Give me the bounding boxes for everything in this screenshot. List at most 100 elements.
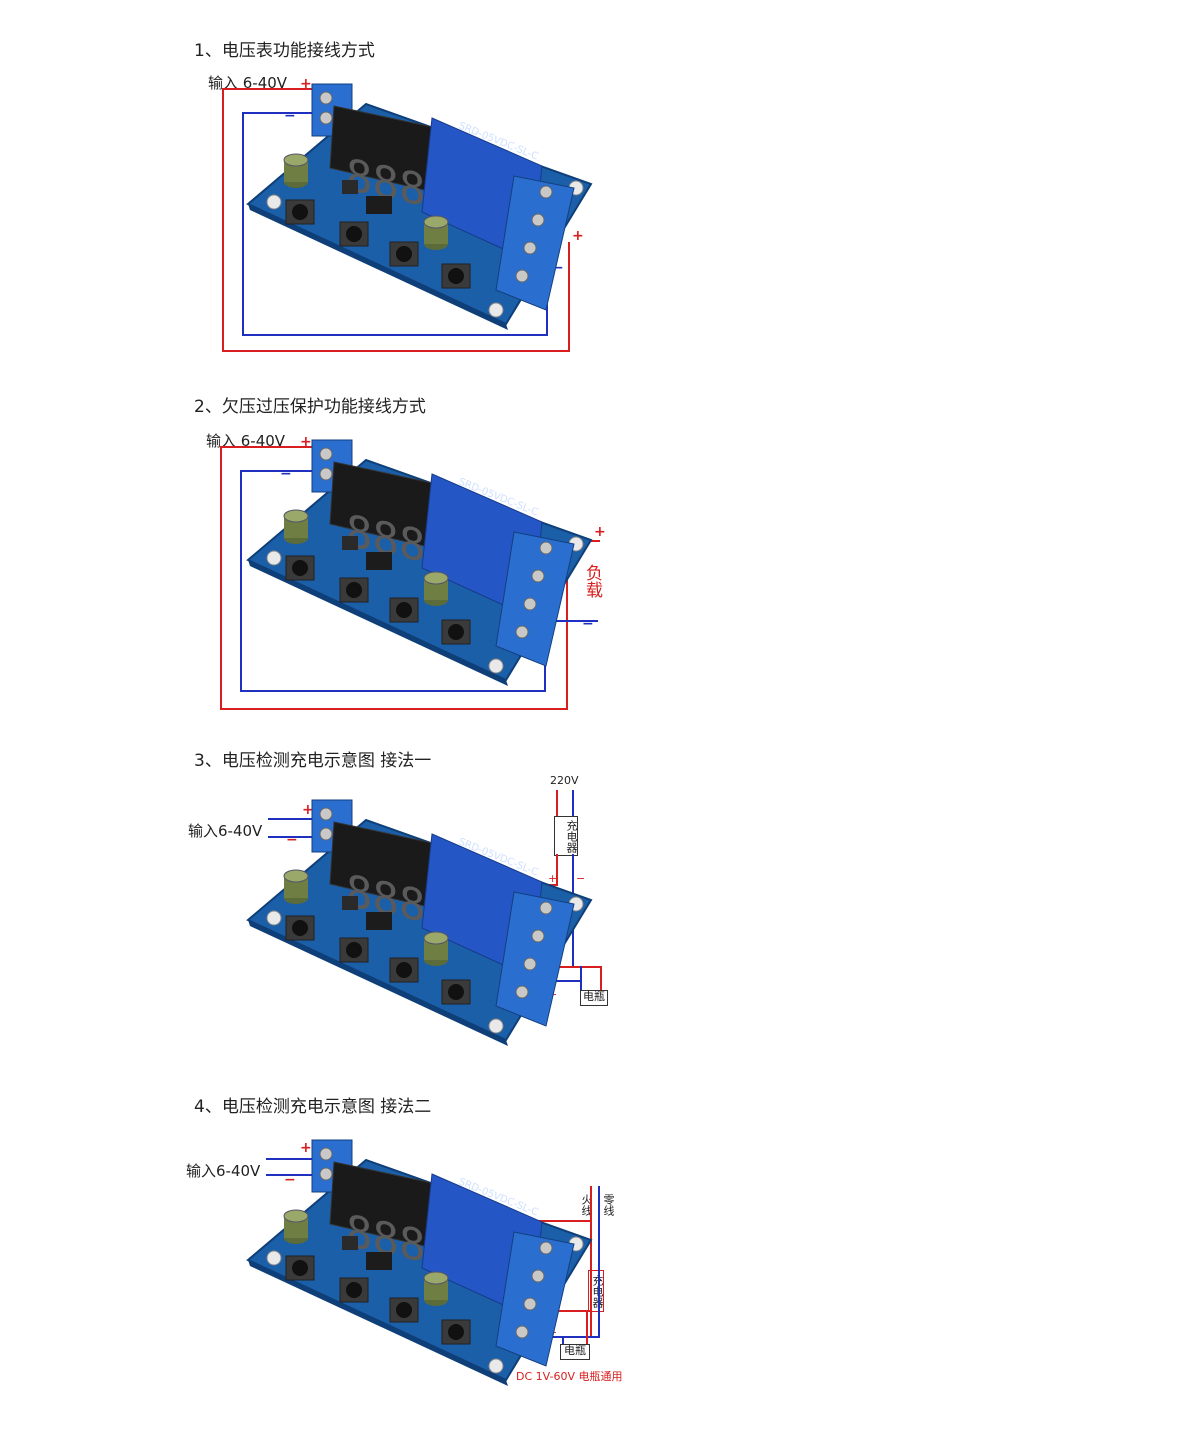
push-button-cap [292,920,308,936]
section-3-mains-red [556,790,558,816]
terminal-screw [319,827,333,841]
terminal-screw [539,1241,553,1255]
section-2-blue-wire-bottom [240,690,546,692]
pcb-edge [248,560,508,686]
push-button-cap [346,1282,362,1298]
section-4-neutral-label: 零线 [602,1194,615,1216]
section-2-red-wire-bottom [220,708,568,710]
capacitor-top [423,571,449,585]
ic-chip [366,1252,392,1270]
section-3-battery-blue [540,980,582,982]
push-button-cap [346,942,362,958]
terminal-screw [539,185,553,199]
section-1-red-wire-bottom [222,350,570,352]
pcb-edge [248,204,508,330]
capacitor-top [423,931,449,945]
section-3-input-line-1 [268,818,320,820]
terminal-screw [515,1325,529,1339]
mounting-hole [266,910,282,926]
terminal-screw [319,111,333,125]
capacitor-top [423,1271,449,1285]
section-4-live-label: 火线 [580,1194,593,1216]
terminal-screw [531,213,545,227]
push-button-cap [448,984,464,1000]
push-button-cap [448,268,464,284]
section-3-mains-blue [572,790,574,816]
section-3-mains-label: 220V [550,774,579,787]
output-terminal [495,531,575,667]
section-4-battery-box: 电瓶 [560,1344,590,1360]
section-2-red-wire [220,446,318,448]
push-button-cap [396,602,412,618]
output-terminal [495,1231,575,1367]
section-4-input-label: 输入6-40V [186,1162,261,1180]
output-terminal [495,891,575,1027]
pcb-edge [248,920,508,1046]
ic-chip [366,552,392,570]
section-3-charger-red [556,854,558,884]
mounting-hole [488,1358,504,1374]
section-2-out-minus: − [582,616,594,632]
section-1-blue-wire [242,112,322,114]
section-4-input-plus: + [300,1140,312,1156]
section-2-input-label: 输入 6-40V [206,432,286,450]
section-3-charger-box: 充电器 [554,816,578,856]
terminal-screw [319,447,333,461]
push-button-cap [292,1260,308,1276]
capacitor-top [283,509,309,523]
section-1-blue-wire-bottom [242,334,548,336]
terminal-screw [319,91,333,105]
capacitor-top [423,215,449,229]
section-2-blue-wire-left [240,470,242,692]
section-1-out-minus: − [552,260,564,276]
section-1-red-wire-right [568,242,570,352]
section-4-battery-red-v [586,1310,588,1344]
section-4-battery-blue-v [562,1336,564,1344]
terminal-screw [531,929,545,943]
section-3-charger-plus: + [548,872,558,885]
section-1-red-wire [222,88,318,90]
section-1-out-plus: + [572,228,584,244]
section-4-charger-box: 充电器 [588,1270,604,1312]
mounting-hole [488,302,504,318]
terminal-screw [531,569,545,583]
section-4-input-minus: − [284,1172,296,1188]
capacitor-top [283,153,309,167]
section-2-out-plus: + [594,524,606,540]
push-button-cap [396,246,412,262]
section-2-load-label: 负载 [582,564,602,598]
mounting-hole [266,550,282,566]
section-1-input-plus: + [300,76,312,92]
push-button-cap [448,624,464,640]
pcb-edge [248,1260,508,1386]
section-3-charger-minus: − [576,872,586,885]
push-button-cap [346,226,362,242]
ic-chip [366,912,392,930]
terminal-screw [515,269,529,283]
section-2-red-wire-left [220,446,222,710]
section-4-input-line-2 [266,1174,320,1176]
push-button-cap [448,1324,464,1340]
terminal-screw [319,467,333,481]
push-button-cap [292,204,308,220]
section-3-battery-blue-v [580,966,582,990]
transistor [342,896,358,910]
section-2-input-minus: − [280,466,292,482]
section-3-input-label: 输入6-40V [188,822,263,840]
push-button-cap [396,962,412,978]
terminal-screw [319,807,333,821]
section-3-title: 3、电压检测充电示意图 接法一 [194,751,432,771]
section-4-input-line-1 [266,1158,320,1160]
section-2-input-plus: + [300,434,312,450]
section-1-input-label: 输入 6-40V [208,74,288,92]
mounting-hole [488,658,504,674]
terminal-screw [515,625,529,639]
terminal-screw [523,597,537,611]
section-2-blue-wire-out [544,620,598,622]
section-3-input-plus: + [302,802,314,818]
terminal-screw [515,985,529,999]
capacitor-top [283,1209,309,1223]
